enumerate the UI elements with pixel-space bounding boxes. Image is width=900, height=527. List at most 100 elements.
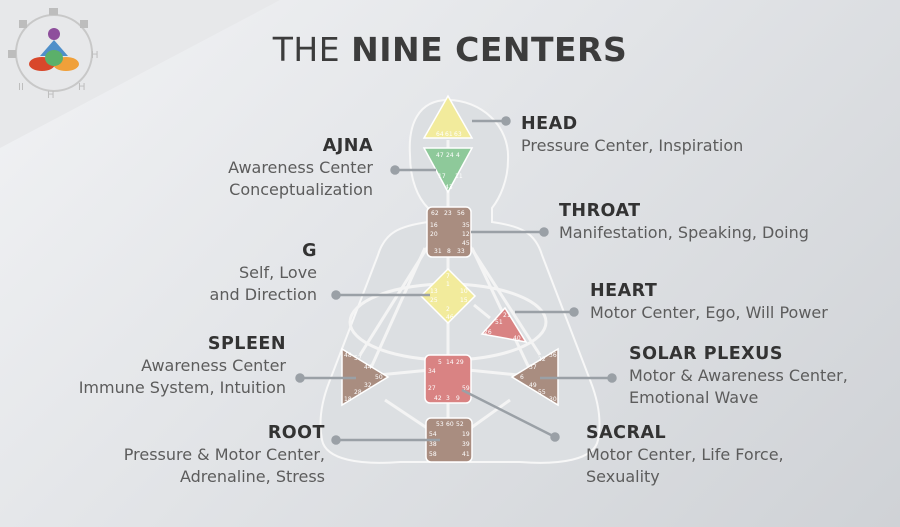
solar-plexus-gate: 49 bbox=[529, 382, 537, 389]
g-desc-1: Self, Love bbox=[239, 263, 317, 282]
root-gate: 38 bbox=[429, 441, 437, 448]
throat-gate: 45 bbox=[462, 240, 470, 247]
spleen-gate: 18 bbox=[344, 396, 352, 403]
head-gate: 64 bbox=[436, 131, 444, 138]
spleen-gate: 32 bbox=[364, 382, 372, 389]
root-gate: 19 bbox=[462, 431, 470, 438]
sacral-gate: 27 bbox=[428, 385, 436, 392]
heart-gate: 40 bbox=[513, 335, 521, 342]
sacral-desc-2: Sexuality bbox=[586, 466, 660, 486]
g-center[interactable]: 7 1 13 10 25 15 2 46 bbox=[419, 267, 477, 325]
root-desc-1: Pressure & Motor Center, bbox=[123, 445, 325, 464]
throat-gate: 35 bbox=[462, 222, 470, 229]
head-gate: 61 bbox=[445, 131, 453, 138]
throat-gate: 62 bbox=[431, 210, 439, 217]
heart-label: HEART Motor Center, Ego, Will Power bbox=[590, 280, 828, 324]
sacral-label: SACRAL Motor Center, Life Force, Sexuali… bbox=[586, 422, 784, 487]
ajna-gate: 4 bbox=[456, 152, 460, 159]
throat-gate: 23 bbox=[444, 210, 452, 217]
sacral-gate: 5 bbox=[438, 359, 442, 366]
ajna-label: AJNA Awareness Center Conceptualization bbox=[228, 135, 373, 200]
root-gate: 41 bbox=[462, 451, 470, 458]
ajna-gate: 11 bbox=[455, 173, 463, 180]
ajna-desc-2: Conceptualization bbox=[229, 179, 373, 199]
g-gate: 15 bbox=[460, 297, 468, 304]
root-gate: 39 bbox=[462, 441, 470, 448]
sacral-gate: 34 bbox=[428, 368, 436, 375]
root-label: ROOT Pressure & Motor Center, Adrenaline… bbox=[124, 422, 325, 487]
head-center[interactable]: 64 61 63 bbox=[422, 94, 474, 139]
throat-gate: 8 bbox=[447, 248, 451, 255]
svg-text:II: II bbox=[18, 82, 24, 93]
page-title: THE NINE CENTERS bbox=[0, 30, 900, 69]
g-gate: 2 bbox=[446, 306, 450, 313]
ajna-name: AJNA bbox=[322, 136, 373, 156]
sacral-center[interactable]: 5 14 29 34 27 59 42 3 9 bbox=[424, 354, 472, 404]
svg-text:H: H bbox=[47, 90, 55, 101]
throat-gate: 16 bbox=[430, 222, 438, 229]
throat-center[interactable]: 62 23 56 16 35 20 12 45 31 8 33 bbox=[426, 206, 472, 258]
sacral-gate: 59 bbox=[462, 385, 470, 392]
ajna-center[interactable]: 47 24 4 17 11 43 bbox=[422, 147, 474, 194]
spleen-desc-1: Awareness Center bbox=[141, 356, 286, 375]
connector-lines bbox=[295, 116, 617, 445]
ajna-gate: 17 bbox=[438, 173, 446, 180]
heart-gate: 51 bbox=[495, 319, 503, 326]
ajna-gate: 43 bbox=[445, 184, 453, 191]
root-desc-2: Adrenaline, Stress bbox=[179, 466, 325, 486]
title-light: THE bbox=[272, 30, 341, 69]
heart-gate: 26 bbox=[484, 329, 492, 336]
heart-gate: 21 bbox=[503, 312, 511, 319]
svg-text:H: H bbox=[78, 82, 86, 93]
g-name: G bbox=[302, 241, 317, 261]
g-gate: 46 bbox=[446, 314, 454, 321]
spleen-gate: 48 bbox=[344, 352, 352, 359]
spleen-desc-2: Immune System, Intuition bbox=[78, 377, 286, 397]
root-gate: 53 bbox=[436, 421, 444, 428]
ajna-gate: 24 bbox=[446, 152, 454, 159]
root-gate: 58 bbox=[429, 451, 437, 458]
heart-name: HEART bbox=[590, 281, 658, 301]
root-gate: 54 bbox=[429, 431, 437, 438]
spleen-gate: 44 bbox=[364, 364, 372, 371]
throat-desc: Manifestation, Speaking, Doing bbox=[559, 223, 809, 242]
g-gate: 25 bbox=[430, 297, 438, 304]
solar-plexus-desc-2: Emotional Wave bbox=[629, 387, 759, 407]
g-label: G Self, Love and Direction bbox=[210, 240, 317, 305]
ajna-gate: 47 bbox=[436, 152, 444, 159]
root-gate: 60 bbox=[446, 421, 454, 428]
head-gate: 63 bbox=[454, 131, 462, 138]
spleen-name: SPLEEN bbox=[207, 334, 286, 354]
spleen-gate: 57 bbox=[354, 355, 362, 362]
solar-plexus-gate: 36 bbox=[549, 352, 557, 359]
root-center[interactable]: 53 60 52 54 19 38 39 58 41 bbox=[425, 417, 473, 463]
g-gate: 13 bbox=[430, 288, 438, 295]
head-desc: Pressure Center, Inspiration bbox=[521, 136, 744, 155]
throat-name: THROAT bbox=[559, 201, 641, 221]
head-name: HEAD bbox=[521, 114, 578, 134]
throat-label: THROAT Manifestation, Speaking, Doing bbox=[559, 200, 809, 244]
head-label: HEAD Pressure Center, Inspiration bbox=[521, 113, 743, 157]
solar-plexus-desc-1: Motor & Awareness Center, bbox=[629, 366, 848, 385]
human-design-logo-icon: H H H II bbox=[8, 8, 99, 101]
ajna-desc-1: Awareness Center bbox=[228, 158, 373, 177]
title-bold: NINE CENTERS bbox=[351, 30, 628, 69]
sacral-gate: 14 bbox=[446, 359, 454, 366]
throat-gate: 20 bbox=[430, 231, 438, 238]
solar-plexus-label: SOLAR PLEXUS Motor & Awareness Center, E… bbox=[629, 343, 848, 408]
corner-banner bbox=[0, 0, 280, 148]
sacral-gate: 42 bbox=[434, 395, 442, 402]
g-gate: 1 bbox=[446, 281, 450, 288]
spleen-gate: 28 bbox=[354, 389, 362, 396]
root-gate: 52 bbox=[456, 421, 464, 428]
sacral-name: SACRAL bbox=[586, 423, 667, 443]
g-desc-2: and Direction bbox=[209, 284, 317, 304]
throat-gate: 56 bbox=[457, 210, 465, 217]
solar-plexus-gate: 6 bbox=[520, 374, 524, 381]
sacral-gate: 29 bbox=[456, 359, 464, 366]
heart-center[interactable]: 21 51 26 40 bbox=[480, 306, 528, 344]
svg-text:H: H bbox=[91, 50, 99, 61]
solar-plexus-gate: 22 bbox=[538, 356, 546, 363]
